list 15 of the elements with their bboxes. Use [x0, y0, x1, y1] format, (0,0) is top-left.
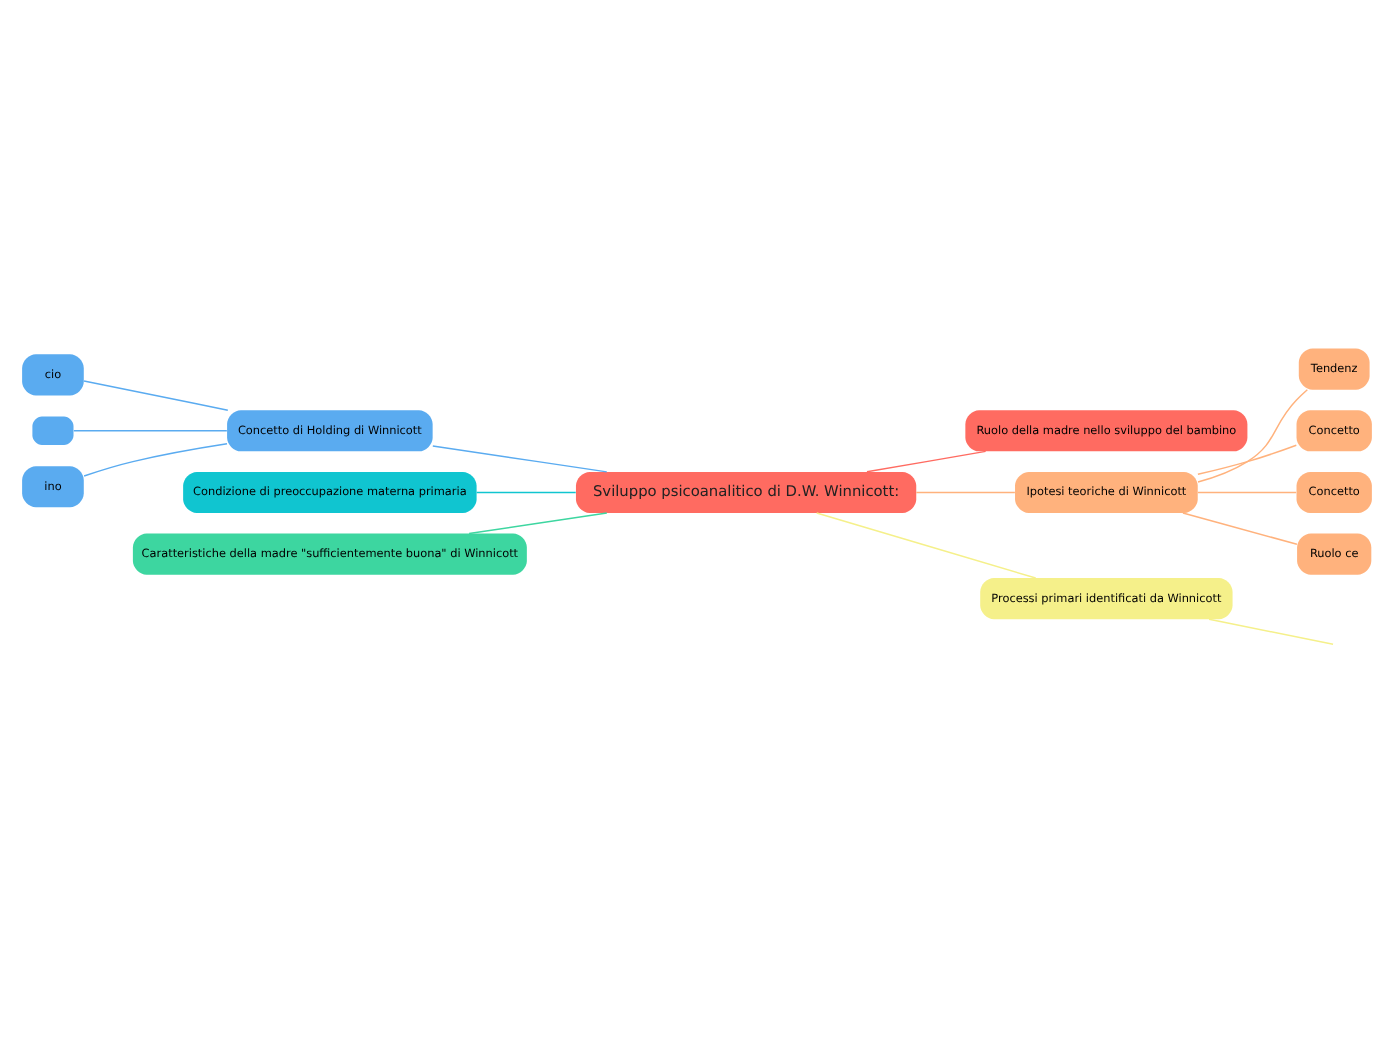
- connector: [83, 442, 228, 476]
- connector: [1197, 388, 1309, 482]
- connector: [866, 449, 987, 472]
- connector: [915, 490, 1016, 493]
- connector: [83, 379, 229, 410]
- connector: [432, 444, 608, 472]
- connector: [815, 511, 1037, 578]
- connector: [468, 511, 608, 534]
- connector: [1197, 443, 1298, 475]
- connector: [475, 490, 577, 493]
- connector: [73, 429, 228, 431]
- connector: [1197, 490, 1297, 493]
- connector: [1182, 511, 1298, 544]
- connector: [1208, 617, 1334, 645]
- node-box: [32, 415, 74, 445]
